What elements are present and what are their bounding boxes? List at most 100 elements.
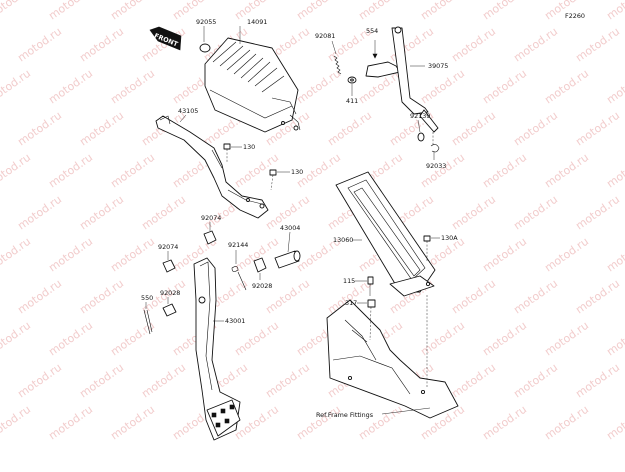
watermark-text: motod.ru (573, 277, 622, 317)
watermark-text: motod.ru (573, 25, 622, 65)
callout-92081-label: 92081 (315, 32, 335, 40)
callout-14091: 14091 (239, 18, 267, 44)
part-317-nut (367, 299, 376, 341)
part-13060-accelerator-pedal (335, 171, 436, 297)
watermark-text: motod.ru (449, 361, 498, 401)
callout-43004: 43004 (280, 224, 300, 253)
watermark-text: motod.ru (480, 403, 529, 443)
watermark-text: motod.ru (77, 109, 126, 149)
callout-92144-label: 92144 (228, 241, 248, 249)
watermark-text: motod.ru (263, 361, 312, 401)
callout-92055-label: 92055 (196, 18, 216, 26)
watermark-text: motod.ru (449, 277, 498, 317)
watermark-text: motod.ru (15, 277, 64, 317)
watermark-text: motod.ru (604, 0, 625, 22)
callout-92028-left-label: 92028 (160, 289, 180, 297)
watermark-text: motod.ru (232, 403, 281, 443)
watermark-text: motod.ru (139, 193, 188, 233)
watermark-text: motod.ru (542, 403, 591, 443)
callout-92055: 92055 (196, 18, 216, 42)
watermark-text: motod.ru (15, 109, 64, 149)
callout-130-lower-label: 130 (291, 168, 303, 176)
watermark-text: motod.ru (46, 235, 95, 275)
watermark-text: motod.ru (77, 193, 126, 233)
watermark-text: motod.ru (604, 151, 625, 191)
callout-92028-right-label: 92028 (252, 282, 272, 290)
watermark-text: motod.ru (418, 0, 467, 22)
watermark-text: motod.ru (15, 25, 64, 65)
callout-43001: 43001 (213, 317, 245, 325)
callout-130A-label: 130A (441, 234, 458, 242)
callout-130-upper-label: 130 (243, 143, 255, 151)
watermark-text: motod.ru (511, 277, 560, 317)
watermark-text: motod.ru (449, 25, 498, 65)
callout-115-label: 115 (343, 277, 355, 285)
callout-92074-upper-label: 92074 (201, 214, 221, 222)
watermark-text: motod.ru (0, 151, 33, 191)
watermark-text: motod.ru (356, 0, 405, 22)
callout-130A: 130A (431, 234, 458, 242)
watermark-text: motod.ru (418, 319, 467, 359)
diagram-code: F2260 (565, 12, 585, 20)
part-14091-cover (204, 37, 301, 133)
watermark-text: motod.ru (542, 67, 591, 107)
callout-92139: 92139 (410, 112, 430, 133)
part-115-bolt (367, 276, 374, 296)
callout-554: 554 (366, 27, 378, 35)
part-43004-pin (274, 250, 301, 269)
part-92033-clip (430, 132, 440, 153)
watermark-text: motod.ru (480, 67, 529, 107)
callout-411-label: 411 (346, 97, 358, 105)
watermark-text: motod.ru (573, 361, 622, 401)
watermark-text: motod.ru (573, 193, 622, 233)
watermark-text: motod.ru (480, 0, 529, 22)
frame-fittings-label: Ref.Frame Fittings (316, 411, 374, 419)
watermark-text: motod.ru (0, 403, 33, 443)
watermark-text: motod.ru (604, 67, 625, 107)
watermark-text: motod.ru (108, 67, 157, 107)
watermark-text: motod.ru (604, 403, 625, 443)
watermark-text: motod.ru (511, 361, 560, 401)
watermark-text: motod.ru (325, 109, 374, 149)
part-550-cotter-pin (143, 309, 153, 335)
watermark-text: motod.ru (0, 319, 33, 359)
watermark-text: motod.ru (480, 235, 529, 275)
watermark-text: motod.ru (542, 319, 591, 359)
part-92074-bushing-upper (203, 230, 217, 245)
part-92139-collar (417, 132, 425, 142)
watermark-text: motod.ru (108, 319, 157, 359)
watermark-text: motod.ru (46, 403, 95, 443)
callout-92081: 92081 (315, 32, 337, 55)
watermark-text: motod.ru (418, 67, 467, 107)
watermark-text: motod.ru (480, 319, 529, 359)
part-92055-o-ring (199, 43, 211, 53)
watermark-text: motod.ru (108, 151, 157, 191)
frame-fittings-note: Ref.Frame Fittings (316, 407, 431, 419)
watermark-text: motod.ru (77, 25, 126, 65)
watermark-text: motod.ru (139, 361, 188, 401)
frame-bracket (326, 295, 459, 419)
watermark-text: motod.ru (0, 0, 33, 22)
callout-92144: 92144 (228, 241, 248, 264)
callout-554-label: 554 (366, 27, 378, 35)
watermark-text: motod.ru (604, 319, 625, 359)
callout-13060-label: 13060 (333, 236, 353, 244)
part-92074-bushing-left (162, 259, 176, 273)
watermark-text: motod.ru (15, 193, 64, 233)
callout-92033-label: 92033 (426, 162, 446, 170)
callout-130-upper: 130 (231, 143, 255, 151)
watermark-text: motod.ru (294, 0, 343, 22)
watermark-text: motod.ru (542, 235, 591, 275)
part-92144-spring (231, 266, 247, 291)
callout-411: 411 (346, 84, 358, 105)
part-554-pin (372, 40, 378, 59)
watermark-text: motod.ru (449, 109, 498, 149)
callout-92033: 92033 (426, 151, 446, 170)
watermark-text: motod.ru (418, 151, 467, 191)
callout-43105-label: 43105 (178, 107, 198, 115)
callout-43004-label: 43004 (280, 224, 300, 232)
callout-39075-label: 39075 (428, 62, 448, 70)
watermark-text: motod.ru (108, 235, 157, 275)
callout-115: 115 (343, 277, 367, 285)
